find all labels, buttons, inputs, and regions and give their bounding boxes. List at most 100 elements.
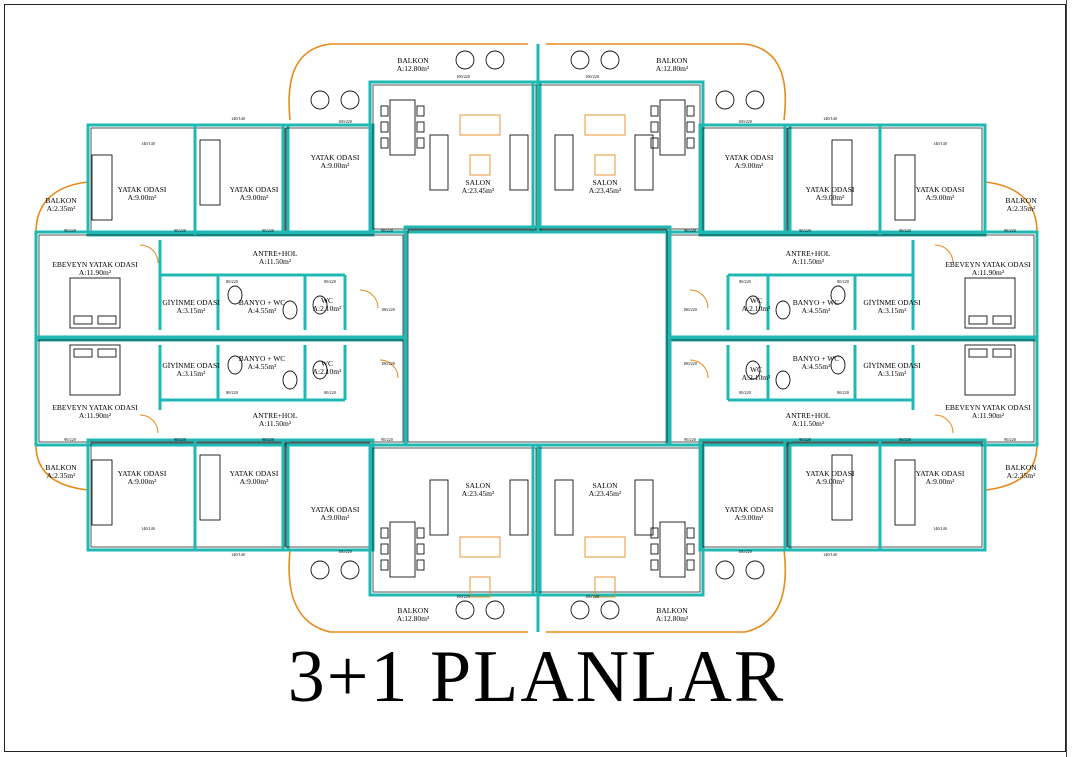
- dining-chair-2-r0: [416, 527, 425, 539]
- dimension-label-17: 90/220: [799, 437, 811, 442]
- sofa-3: [584, 536, 626, 558]
- bed-pillow-2b: [992, 315, 1012, 325]
- double-bed-2: [964, 277, 1016, 329]
- wall-left-top-bedrooms-inner: [90, 127, 286, 233]
- label-giyinme-l-top-name: GİYİNME ODASI: [162, 298, 220, 307]
- sofa-1: [584, 114, 626, 136]
- balcony-chair-6: [715, 90, 735, 110]
- dimension-label-9: 90/220: [799, 228, 811, 233]
- label-salon-bottom-left-area: A:23.45m²: [462, 489, 495, 498]
- label-antre-r-bottom-name: ANTRE+HOL: [786, 411, 831, 420]
- balcony-chair-8: [310, 560, 330, 580]
- dimension-label-24: 140/140: [231, 552, 245, 557]
- dimension-label-31: 100/220: [738, 549, 752, 554]
- dimension-label-34: 80/220: [226, 390, 238, 395]
- label-ebeveyn-r-top-area: A:11.90m²: [972, 268, 1005, 277]
- balcony-outlines: [35, 43, 1038, 633]
- dining-chair-2-r1: [416, 543, 425, 555]
- label-antre-l-top-name: ANTRE+HOL: [253, 249, 298, 258]
- single-bed-7: [831, 454, 853, 521]
- door-swing-1: [359, 289, 379, 309]
- door-swing-2: [379, 359, 399, 379]
- dining-chair-0-r2: [416, 137, 425, 149]
- label-salon-top-right-name: SALON: [592, 178, 618, 187]
- door-swing-5: [934, 244, 954, 264]
- label-balkon-bottom-right-area: A:12.80m²: [656, 614, 689, 623]
- label-yatak-r2b-name: YATAK ODASI: [806, 469, 855, 478]
- side-sofa-4: [429, 479, 449, 536]
- wall-central-shaft: [403, 225, 672, 447]
- dimension-label-30: 100/220: [338, 549, 352, 554]
- sanitary-fixture-9: [830, 355, 846, 375]
- bed-pillow-1b: [97, 348, 117, 358]
- sanitary-fixture-5: [312, 360, 328, 380]
- door-swing-4: [689, 359, 709, 379]
- label-ebeveyn-r-top-name: EBEVEYN YATAK ODASI: [945, 260, 1031, 269]
- label-wc-l-bottom-area: A:2.10m²: [313, 367, 342, 376]
- balcony-chair-9: [340, 560, 360, 580]
- dining-chair-1-r2: [686, 137, 695, 149]
- dining-chair-1-r0: [686, 105, 695, 117]
- bed-pillow-0a: [73, 315, 93, 325]
- wall-right-lower-hall-inner: [669, 339, 1035, 443]
- label-antre-r-top-name: ANTRE+HOL: [786, 249, 831, 258]
- dimension-label-12: 90/220: [64, 437, 76, 442]
- dimension-label-28: 100/220: [338, 119, 352, 124]
- dining-chair-1-r1: [686, 121, 695, 133]
- balcony-chair-14: [715, 560, 735, 580]
- dimension-label-42: 180/220: [381, 361, 395, 366]
- dimension-label-39: 80/220: [837, 390, 849, 395]
- dimension-label-14: 90/220: [262, 437, 274, 442]
- dining-chair-3-l2: [650, 559, 659, 571]
- dimension-label-2: 100/220: [456, 594, 470, 599]
- label-yatak-r1-name: YATAK ODASI: [916, 185, 965, 194]
- dimension-label-36: 80/220: [739, 279, 751, 284]
- bed-pillow-3b: [992, 348, 1012, 358]
- wall-left-bottom-bedroom3-inner: [285, 442, 371, 548]
- dimension-label-18: 90/220: [899, 437, 911, 442]
- label-wc-l-top-name: WC: [321, 296, 333, 305]
- label-wc-r-bottom-name: WC: [750, 365, 762, 374]
- dimension-label-37: 80/220: [837, 279, 849, 284]
- label-yatak-r1-area: A:9.00m²: [926, 193, 955, 202]
- sanitary-fixture-1: [282, 300, 298, 320]
- dimension-label-11: 90/220: [1004, 228, 1016, 233]
- label-antre-l-bottom-name: ANTRE+HOL: [253, 411, 298, 420]
- dimension-label-13: 90/220: [174, 437, 186, 442]
- label-ebeveyn-r-bottom-area: A:11.90m²: [972, 411, 1005, 420]
- sanitary-fixture-4: [282, 370, 298, 390]
- dining-chair-0-r1: [416, 121, 425, 133]
- label-giyinme-l-bottom-area: A:3.15m²: [177, 369, 206, 378]
- wall-left-bottom-bedrooms-inner: [90, 442, 286, 548]
- dimension-label-27: 140/140: [933, 526, 947, 531]
- side-sofa-3: [634, 134, 654, 191]
- label-ebeveyn-l-top-name: EBEVEYN YATAK ODASI: [52, 260, 138, 269]
- label-yatak-l3b-area: A:9.00m²: [321, 513, 350, 522]
- label-balkon-bottom-left-name: BALKON: [397, 606, 429, 615]
- wall-right-top-salon-inner: [535, 84, 701, 230]
- dimension-label-3: 100/220: [585, 594, 599, 599]
- label-yatak-r2b-area: A:9.00m²: [816, 477, 845, 486]
- label-yatak-r1b-area: A:9.00m²: [926, 477, 955, 486]
- dimension-label-0: 100/220: [456, 74, 470, 79]
- dimension-label-38: 80/220: [739, 390, 751, 395]
- single-bed-0: [91, 154, 113, 221]
- label-balkon-top-left-name: BALKON: [397, 56, 429, 65]
- label-giyinme-r-bottom-area: A:3.15m²: [878, 369, 907, 378]
- bed-pillow-0b: [97, 315, 117, 325]
- dimension-label-35: 80/220: [324, 390, 336, 395]
- label-banyo-l-top-area: A:4.55m²: [248, 306, 277, 315]
- coffee-table-1: [594, 154, 616, 176]
- dining-chair-2-r2: [416, 559, 425, 571]
- dining-table-1: [659, 99, 686, 156]
- sanitary-fixture-0: [227, 285, 243, 305]
- wall-left-lower-hall-inner: [38, 339, 404, 443]
- label-balkon-bottom-right-name: BALKON: [656, 606, 688, 615]
- furniture: [69, 50, 1016, 620]
- side-sofa-6: [554, 479, 574, 536]
- label-balkon-top-right-area: A:12.80m²: [656, 64, 689, 73]
- dimension-label-21: 140/140: [823, 116, 837, 121]
- label-balkon-right-top-name: BALKON: [1005, 196, 1037, 205]
- balcony-chair-15: [745, 560, 765, 580]
